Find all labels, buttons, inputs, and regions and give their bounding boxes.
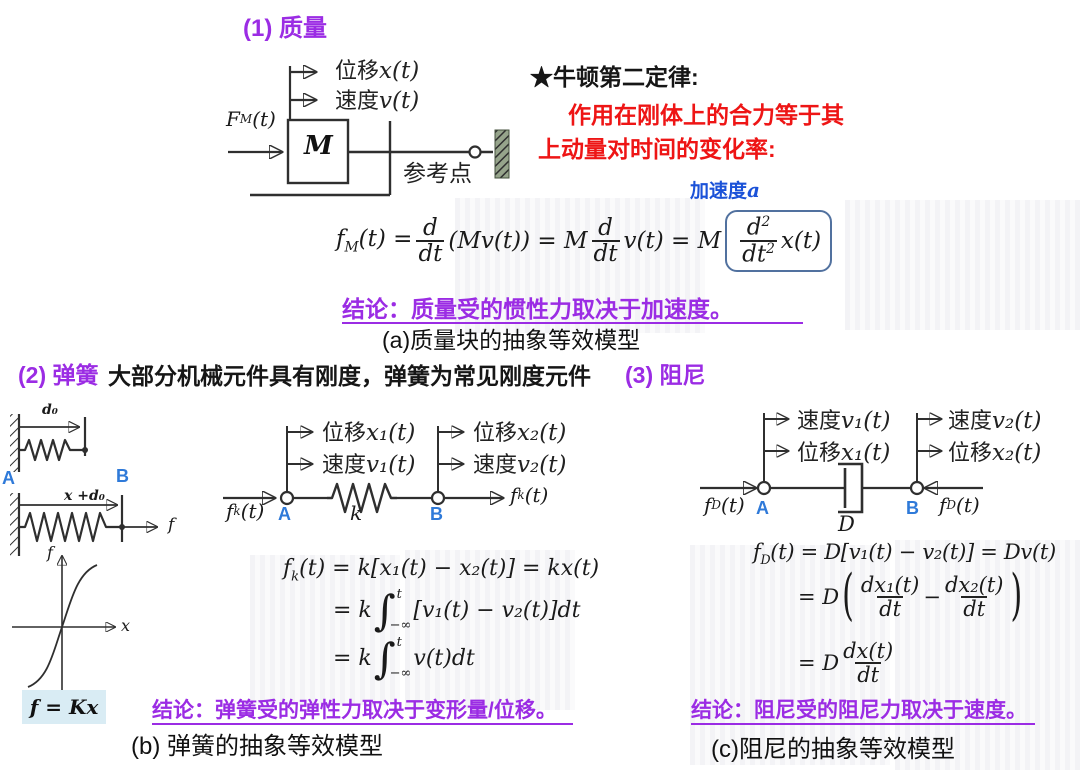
axis-f-label: f bbox=[47, 543, 53, 562]
spring-conclusion: 结论：弹簧受的弹性力取决于变形量/位移。 bbox=[152, 699, 573, 726]
spring-formula-line2: = k ∫t−∞ [v₁(t) − v₂(t)]dt bbox=[333, 586, 581, 636]
damper-formula-line3: = D dx(t)dt bbox=[798, 639, 894, 688]
section2-heading: (2) 弹簧 bbox=[18, 362, 99, 388]
damper-conclusion: 结论：阻尼受的阻尼力取决于速度。 bbox=[691, 699, 1035, 726]
node-b bbox=[430, 490, 446, 506]
spring-node-a-label: A bbox=[278, 504, 291, 524]
wall-1 bbox=[10, 414, 21, 472]
branch-b bbox=[916, 413, 941, 482]
reference-point-label: 参考点 bbox=[403, 160, 472, 186]
node-a bbox=[279, 490, 295, 506]
section1-heading: (1) 质量 bbox=[243, 15, 327, 42]
damper-formula-line2: = D ( dx₁(t)dt − dx₂(t)dt ) bbox=[798, 563, 1023, 629]
spring-2 bbox=[19, 511, 122, 543]
newton-red-line1: 作用在刚体上的合力等于其 bbox=[568, 102, 844, 128]
spring-model-diagram bbox=[223, 398, 585, 514]
newton-title: ★牛顿第二定律: bbox=[530, 64, 699, 90]
axis-x-label: x bbox=[121, 616, 131, 635]
branch-a bbox=[763, 413, 788, 482]
mass-branch-arrows bbox=[288, 66, 316, 120]
node-a bbox=[756, 480, 772, 496]
xd0-label: x +d₀ bbox=[64, 488, 105, 504]
f-equals-kx-box: f = Kx bbox=[22, 690, 106, 724]
spring-1 bbox=[19, 438, 85, 462]
caption-c: (c)阻尼的抽象等效模型 bbox=[711, 736, 955, 763]
spring-formula-line1: fk(t) = k[x₁(t) − x₂(t)] = kx(t) bbox=[283, 556, 600, 585]
d0-label: d₀ bbox=[42, 402, 58, 418]
k-label: k bbox=[350, 501, 363, 525]
branch-a bbox=[286, 426, 312, 492]
spring-formula-line3: = k ∫t−∞ v(t)dt bbox=[333, 634, 475, 684]
section2-description: 大部分机械元件具有刚度，弹簧为常见刚度元件 bbox=[108, 363, 591, 389]
wall-2 bbox=[10, 493, 21, 556]
node-b bbox=[909, 480, 925, 496]
fx-graph bbox=[12, 556, 115, 691]
acceleration-box: d2 dt2 x(t) bbox=[725, 210, 833, 272]
caption-b: (b) 弹簧的抽象等效模型 bbox=[131, 733, 383, 760]
mass-symbol: M bbox=[304, 131, 333, 161]
node-a-label: A bbox=[2, 468, 15, 488]
newton-red-line2: 上动量对时间的变化率: bbox=[538, 136, 776, 162]
branch-b bbox=[437, 426, 463, 492]
spring-node-b-label: B bbox=[430, 504, 443, 524]
mass-block bbox=[286, 118, 350, 185]
spring-k bbox=[327, 482, 397, 514]
spring-sketch-diagram bbox=[10, 414, 215, 691]
caption-a: (a)质量块的抽象等效模型 bbox=[382, 327, 641, 353]
f-label: f bbox=[168, 515, 175, 535]
node-b-label: B bbox=[116, 466, 129, 486]
d-label: D bbox=[838, 512, 855, 536]
section3-heading: (3) 阻尼 bbox=[625, 362, 706, 388]
damper-node-b-label: B bbox=[906, 498, 919, 518]
reference-node bbox=[468, 145, 482, 159]
mass-diagram bbox=[228, 52, 510, 197]
damper-node-a-label: A bbox=[756, 498, 769, 518]
damper-model-diagram bbox=[700, 398, 983, 514]
mass-wall bbox=[494, 129, 510, 179]
mass-conclusion: 结论：质量受的惯性力取决于加速度。 bbox=[342, 296, 803, 325]
stiffness-curve bbox=[27, 564, 98, 688]
